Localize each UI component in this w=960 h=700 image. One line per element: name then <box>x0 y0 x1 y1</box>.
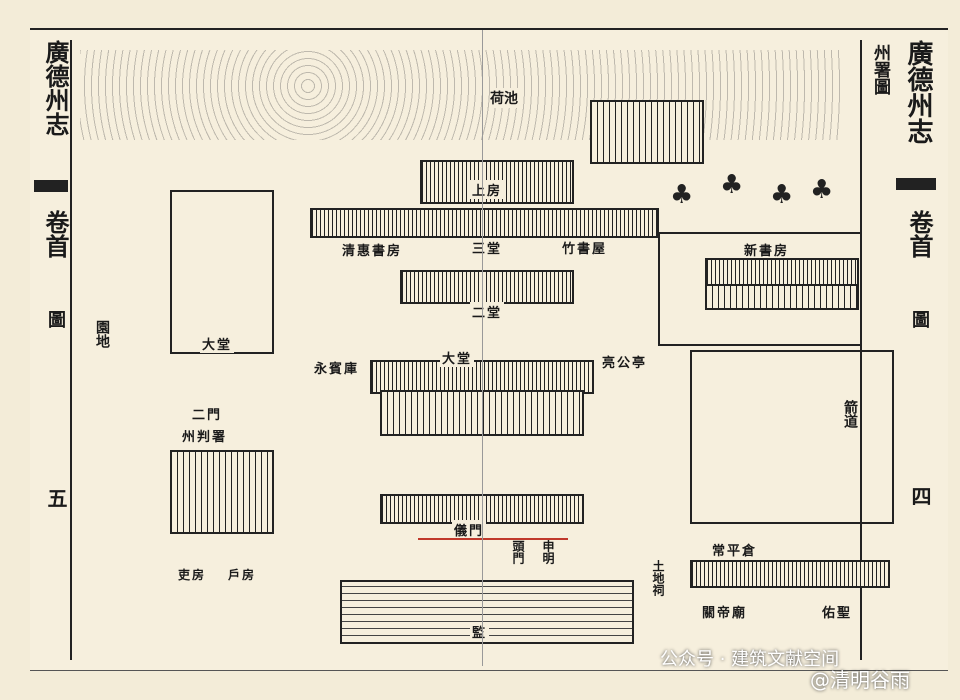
left-fish-tail-mark <box>34 180 68 192</box>
second-hall-label: 二堂 <box>470 302 505 321</box>
prison-label: 監 <box>470 622 490 641</box>
yi-gate-label: 儀門 <box>452 520 487 539</box>
right-volume: 卷首 <box>905 210 934 258</box>
left-border-line <box>70 40 72 660</box>
east-compound <box>690 350 894 524</box>
buddha-label: 佑聖 <box>820 602 855 621</box>
head-gate-label: 頭門 <box>510 540 527 564</box>
gong-ting-label: 亮公亭 <box>600 352 650 371</box>
great-hall-left-label: 大堂 <box>200 334 235 353</box>
pond-label: 荷池 <box>490 88 518 108</box>
god-temple-label: 關帝廟 <box>700 602 750 621</box>
right-section: 圖 <box>909 310 930 328</box>
watermark-author: @清明谷雨 <box>810 668 910 692</box>
garden-label: 園地 <box>92 320 112 348</box>
granary-roof <box>690 560 890 588</box>
watermark-account: 公众号 · 建筑文献空间 <box>660 649 840 670</box>
left-offices <box>170 450 274 534</box>
left-book-title: 廣德州志 <box>41 40 70 136</box>
grand-hall-label: 大堂 <box>440 348 475 367</box>
zhou-pan-label: 州判署 <box>180 426 230 445</box>
third-hall-roof <box>310 208 659 238</box>
granary-label: 常平倉 <box>710 540 760 559</box>
red-underline <box>418 538 568 540</box>
tree-icon: ♣ <box>810 175 834 205</box>
left-page-number: 五 <box>44 488 68 508</box>
second-hall-roof <box>400 270 574 304</box>
right-page-number: 四 <box>908 486 932 506</box>
map-title: 州署圖 <box>870 44 890 95</box>
avenue-label: 箭道 <box>840 400 860 428</box>
third-hall-label: 三堂 <box>470 238 505 257</box>
left-compound <box>170 190 274 354</box>
right-fish-tail-mark <box>896 178 936 190</box>
library-label: 新書房 <box>742 240 792 259</box>
right-book-title: 廣德州志 <box>903 40 933 144</box>
hu-fang-label: 戶房 <box>226 566 259 583</box>
study-west-label: 清惠書房 <box>340 240 405 259</box>
upper-room-label: 上房 <box>470 180 505 199</box>
library-building <box>705 284 859 310</box>
yongbin-label: 永賓庫 <box>312 358 362 377</box>
left-volume: 卷首 <box>41 210 70 258</box>
tree-icon: ♣ <box>670 180 694 210</box>
shen-ming-label: 申明 <box>540 540 557 564</box>
tree-icon: ♣ <box>770 180 794 210</box>
hills-texture <box>80 50 840 140</box>
library-courtyard <box>658 232 862 346</box>
tree-icon: ♣ <box>720 170 744 200</box>
earth-shrine-label: 土地祠 <box>650 560 667 596</box>
fold-line <box>482 30 483 666</box>
pavilion <box>590 100 704 164</box>
library-roof <box>705 258 859 288</box>
li-fang-label: 吏房 <box>176 566 209 583</box>
bamboo-hall-label: 竹書屋 <box>560 238 610 257</box>
second-gate-left-label: 二門 <box>190 404 225 423</box>
left-section: 圖 <box>45 310 66 328</box>
